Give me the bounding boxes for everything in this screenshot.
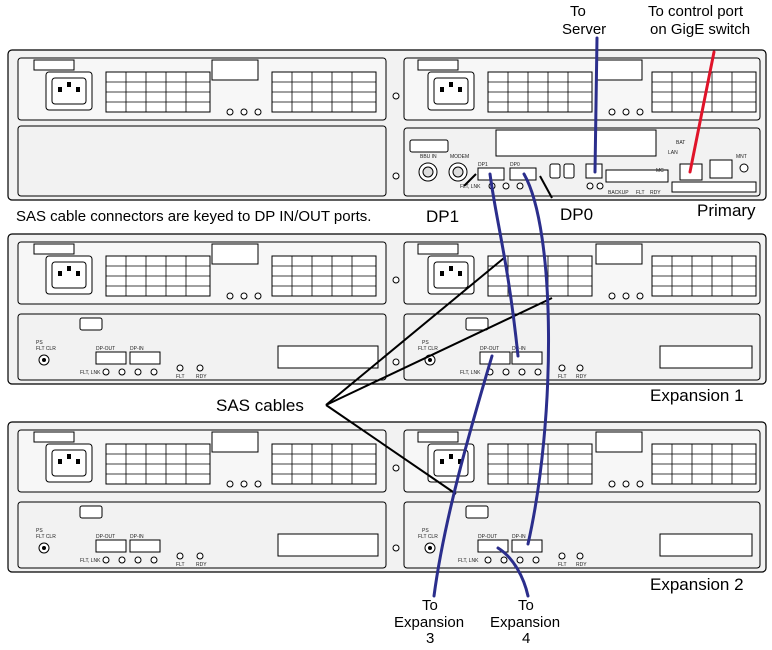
exp2-right-dp-out-label: DP-OUT bbox=[478, 534, 497, 540]
exp1-right-flt-lnk-label: FLT, LNK bbox=[460, 370, 481, 376]
to-expansion-4-line-3: 4 bbox=[522, 630, 530, 645]
exp1-right-flt-clr-label: FLT CLR bbox=[418, 346, 438, 352]
exp2-left-rdy-label: RDY bbox=[196, 562, 207, 568]
exp2-right-flt-label: FLT bbox=[558, 562, 567, 568]
mc-label: MC bbox=[656, 168, 664, 174]
exp1-left-flt-clr-label: FLT CLR bbox=[36, 346, 56, 352]
to-control-line-1: To control port bbox=[648, 3, 744, 20]
expansion-1-enclosure: PS FLT CLR DP-OUT DP-IN FLT, LNK FLT RDY… bbox=[7, 233, 767, 385]
sas-pointer-line-1 bbox=[325, 257, 505, 406]
exp2-left-flt-label: FLT bbox=[176, 562, 185, 568]
exp1-right-rdy-label: RDY bbox=[576, 374, 587, 380]
exp1-left-dp-in-label: DP-IN bbox=[130, 346, 144, 352]
to-expansion-3-line-3: 3 bbox=[426, 630, 434, 645]
controller-flt-lnk-label: FLT, LNK bbox=[460, 184, 481, 190]
keyed-connectors-note: SAS cable connectors are keyed to DP IN/… bbox=[16, 208, 371, 225]
dp1-callout: DP1 bbox=[426, 207, 459, 226]
exp1-right-ps-label: PS bbox=[422, 340, 429, 346]
server-cable bbox=[593, 36, 599, 174]
exp1-left-rdy-label: RDY bbox=[196, 374, 207, 380]
cables bbox=[432, 36, 716, 598]
exp1-right-dp-in-label: DP-IN bbox=[512, 346, 526, 352]
dp0-callout: DP0 bbox=[560, 205, 593, 224]
to-server-line-2: Server bbox=[562, 21, 606, 38]
exp2-right-flt-clr-label: FLT CLR bbox=[418, 534, 438, 540]
to-control-line-2: on GigE switch bbox=[650, 21, 750, 38]
exp2-right-dp-in-label: DP-IN bbox=[512, 534, 526, 540]
exp2-right-ps-label: PS bbox=[422, 528, 429, 534]
to-expansion-3-cable bbox=[432, 354, 494, 598]
bat-label: BAT bbox=[676, 140, 685, 146]
sas-cables-label: SAS cables bbox=[216, 396, 304, 415]
to-expansion-3-line-2: Expansion bbox=[394, 614, 464, 631]
expansion-2-enclosure: PS FLT CLR DP-OUT DP-IN FLT, LNK FLT RDY… bbox=[7, 421, 767, 573]
primary-enclosure: BBU IN MODEM DP1 DP0 FLT, LNK BACKUP FLT… bbox=[7, 49, 767, 201]
controller-flt-label: FLT bbox=[636, 190, 645, 196]
exp2-left-flt-lnk-label: FLT, LNK bbox=[80, 558, 101, 564]
to-expansion-3-line-1: To bbox=[422, 597, 438, 614]
exp1-left-flt-label: FLT bbox=[176, 374, 185, 380]
enclosure-label-expansion-2: Expansion 2 bbox=[650, 575, 744, 594]
exp1-left-ps-label: PS bbox=[36, 340, 43, 346]
exp2-left-ps-label: PS bbox=[36, 528, 43, 534]
dp0-sas-cable bbox=[522, 172, 550, 546]
enclosure-label-primary: Primary bbox=[697, 201, 756, 220]
dp0-port-label: DP0 bbox=[510, 162, 520, 168]
dp1-sas-cable bbox=[488, 172, 520, 358]
exp2-right-flt-lnk-label: FLT, LNK bbox=[458, 558, 479, 564]
switch-cable bbox=[688, 50, 716, 174]
exp1-left-dp-out-label: DP-OUT bbox=[96, 346, 115, 352]
exp2-right-rdy-label: RDY bbox=[576, 562, 587, 568]
to-expansion-4-cable bbox=[496, 546, 530, 598]
to-expansion-4-line-1: To bbox=[518, 597, 534, 614]
exp2-left-flt-clr-label: FLT CLR bbox=[36, 534, 56, 540]
exp1-right-dp-out-label: DP-OUT bbox=[480, 346, 499, 352]
mnt-label: MNT bbox=[736, 154, 747, 160]
exp2-left-dp-in-label: DP-IN bbox=[130, 534, 144, 540]
to-expansion-4-line-2: Expansion bbox=[490, 614, 560, 631]
enclosure-label-expansion-1: Expansion 1 bbox=[650, 386, 744, 405]
dp1-port-label: DP1 bbox=[478, 162, 488, 168]
dp0-pointer-line bbox=[539, 175, 553, 199]
to-server-line-1: To bbox=[570, 3, 586, 20]
modem-label: MODEM bbox=[450, 154, 469, 160]
bbu-in-label: BBU IN bbox=[420, 154, 437, 160]
exp2-left-dp-out-label: DP-OUT bbox=[96, 534, 115, 540]
lan-label: LAN bbox=[668, 150, 678, 156]
backup-label: BACKUP bbox=[608, 190, 629, 196]
sas-pointer-line-3 bbox=[325, 404, 457, 495]
dp1-pointer-line bbox=[463, 173, 477, 187]
controller-rdy-label: RDY bbox=[650, 190, 661, 196]
exp1-right-flt-label: FLT bbox=[558, 374, 567, 380]
exp1-left-flt-lnk-label: FLT, LNK bbox=[80, 370, 101, 376]
